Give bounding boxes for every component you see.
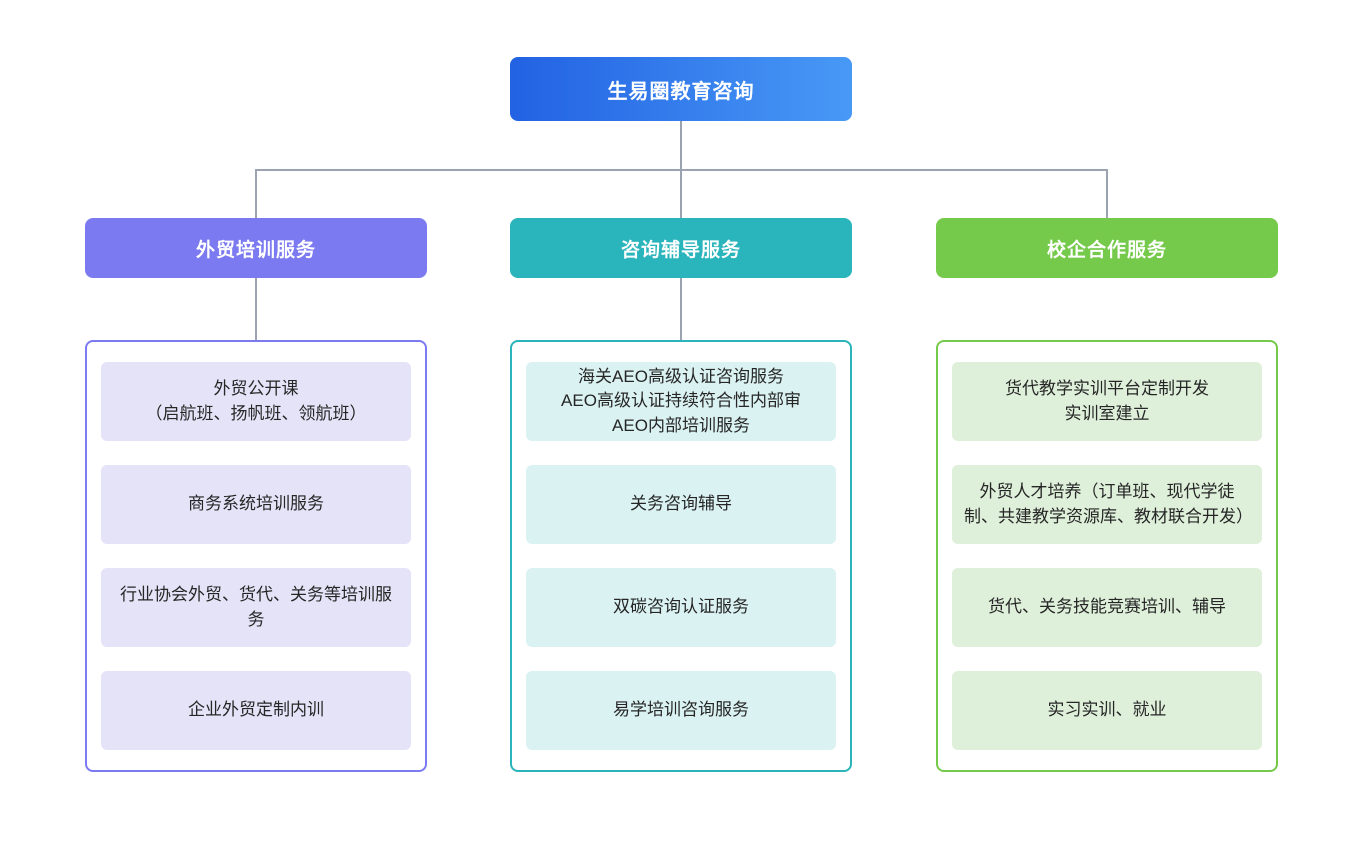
branch-header-school-enterprise: 校企合作服务 [936, 218, 1278, 278]
connector-drop-middle [680, 169, 682, 218]
branch-container-consulting: 海关AEO高级认证咨询服务 AEO高级认证持续符合性内部审 AEO内部培训服务 … [510, 340, 852, 772]
service-item: 海关AEO高级认证咨询服务 AEO高级认证持续符合性内部审 AEO内部培训服务 [526, 362, 836, 441]
connector-stem-left [255, 278, 257, 340]
service-item: 双碳咨询认证服务 [526, 568, 836, 647]
root-node: 生易圈教育咨询 [510, 57, 852, 121]
service-item: 行业协会外贸、货代、关务等培训服务 [101, 568, 411, 647]
branch-header-trade-training: 外贸培训服务 [85, 218, 427, 278]
service-item: 实习实训、就业 [952, 671, 1262, 750]
service-item: 货代、关务技能竞赛培训、辅导 [952, 568, 1262, 647]
service-item: 商务系统培训服务 [101, 465, 411, 544]
connector-drop-left [255, 169, 257, 218]
branch-container-school-enterprise: 货代教学实训平台定制开发 实训室建立 外贸人才培养（订单班、现代学徒制、共建教学… [936, 340, 1278, 772]
branch-header-label: 咨询辅导服务 [620, 239, 741, 261]
branch-container-trade-training: 外贸公开课 （启航班、扬帆班、领航班） 商务系统培训服务 行业协会外贸、货代、关… [85, 340, 427, 772]
service-item: 货代教学实训平台定制开发 实训室建立 [952, 362, 1262, 441]
service-item: 企业外贸定制内训 [101, 671, 411, 750]
root-node-label: 生易圈教育咨询 [607, 80, 755, 103]
service-item: 外贸人才培养（订单班、现代学徒制、共建教学资源库、教材联合开发） [952, 465, 1262, 544]
connector-root-vertical [680, 121, 682, 170]
connector-drop-right [1106, 169, 1108, 218]
branch-header-consulting: 咨询辅导服务 [510, 218, 852, 278]
service-item: 关务咨询辅导 [526, 465, 836, 544]
connector-stem-middle [680, 278, 682, 340]
service-item: 易学培训咨询服务 [526, 671, 836, 750]
service-item: 外贸公开课 （启航班、扬帆班、领航班） [101, 362, 411, 441]
branch-header-label: 外贸培训服务 [195, 239, 316, 261]
branch-header-label: 校企合作服务 [1046, 239, 1167, 261]
